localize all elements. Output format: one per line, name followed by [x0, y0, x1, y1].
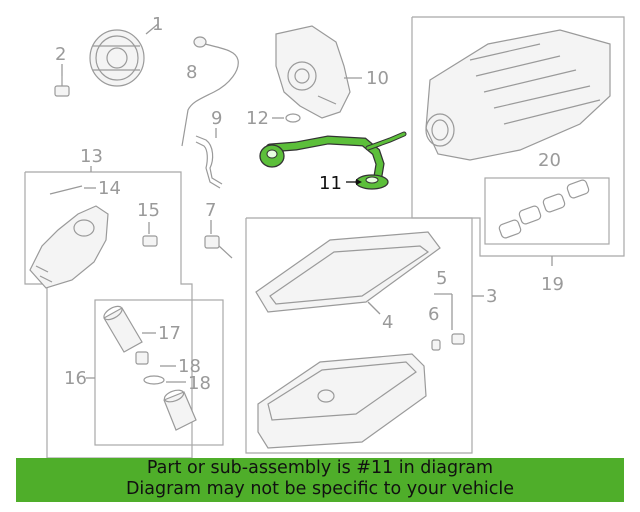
- callout-19: 19: [541, 274, 564, 295]
- bolt-6-part: [431, 333, 465, 351]
- group-box-20: [484, 177, 610, 245]
- intake-manifold-part: [425, 29, 611, 161]
- bolt-14-part: [49, 185, 83, 195]
- callout-8: 8: [186, 62, 197, 83]
- oil-pan-part: [257, 353, 427, 449]
- sensor-wire-part: [181, 36, 239, 147]
- dipstick-tube-part-11: [259, 131, 407, 190]
- info-banner: Part or sub-assembly is #11 in diagram D…: [16, 458, 624, 502]
- callout-15: 15: [137, 200, 160, 221]
- sensor-15-part: [142, 235, 158, 247]
- gaskets-part: [498, 179, 590, 239]
- callout-7: 7: [205, 200, 216, 221]
- callout-1: 1: [152, 14, 163, 35]
- callout-11: 11: [319, 173, 342, 194]
- pulley-part: [89, 29, 145, 87]
- callout-5: 5: [436, 268, 447, 289]
- group-box-16: [94, 299, 224, 446]
- sensor-part: [204, 235, 233, 259]
- callout-18b: 18: [188, 373, 211, 394]
- callout-11-arrowhead: [356, 179, 362, 185]
- callout-16: 16: [64, 368, 87, 389]
- callout-10: 10: [366, 68, 389, 89]
- callout-4: 4: [382, 312, 393, 333]
- pipe-part: [195, 135, 223, 189]
- callout-12: 12: [246, 108, 269, 129]
- oil-pump-part: [275, 25, 351, 119]
- banner-line-1: Part or sub-assembly is #11 in diagram: [146, 458, 494, 478]
- callout-3: 3: [486, 286, 497, 307]
- callout-6: 6: [428, 304, 439, 325]
- bolt-part: [54, 76, 70, 97]
- callout-9: 9: [211, 108, 222, 129]
- callout-20: 20: [538, 150, 561, 171]
- filter-cap-part: [163, 389, 197, 431]
- filter-element-part: [103, 305, 143, 353]
- gasket-part: [255, 231, 441, 313]
- callout-14: 14: [98, 178, 121, 199]
- o-ring-18-part: [135, 351, 165, 385]
- banner-line-2: Diagram may not be specific to your vehi…: [125, 479, 515, 499]
- callout-18a: 18: [178, 356, 201, 377]
- callout-17: 17: [158, 323, 181, 344]
- callout-2: 2: [55, 44, 66, 65]
- callout-13: 13: [80, 146, 103, 167]
- o-ring-part: [285, 113, 301, 123]
- group-box-3: [245, 217, 473, 454]
- filter-housing-part: [29, 205, 109, 289]
